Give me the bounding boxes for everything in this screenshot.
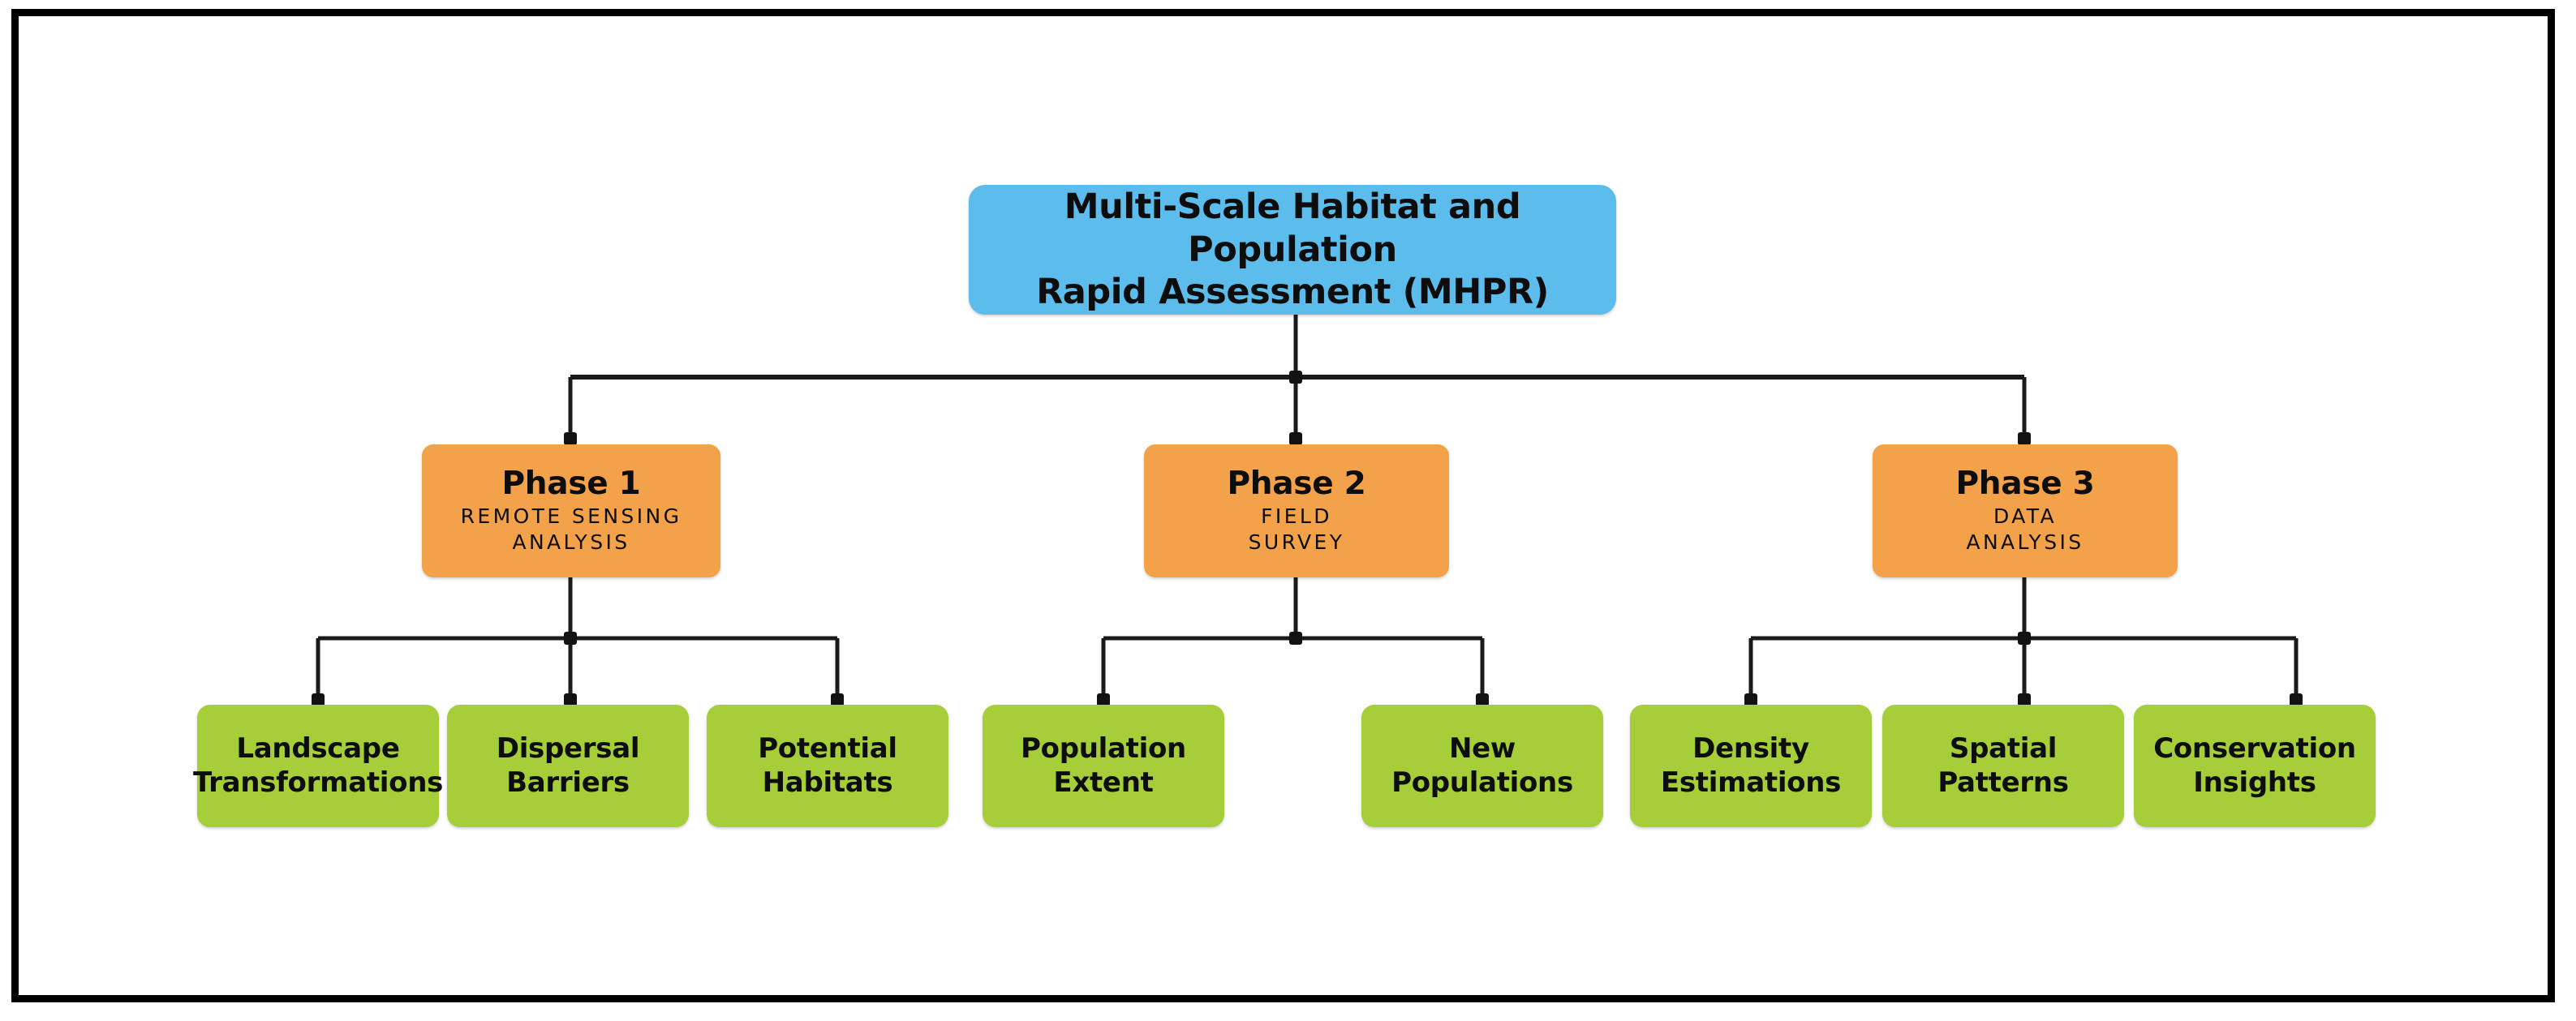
root-node-line2: Rapid Assessment (MHPR): [1036, 272, 1549, 313]
phase-node-2[interactable]: Phase 2 FIELD SURVEY: [1144, 444, 1449, 577]
phase-3-subtitle-line1: DATA: [1993, 504, 2057, 529]
leaf-3-1-line1: Density: [1692, 732, 1809, 766]
phase-3-title: Phase 3: [1955, 465, 2095, 502]
leaf-1-2-line2: Barriers: [506, 766, 630, 799]
leaf-node-potential-habitats[interactable]: Potential Habitats: [707, 705, 948, 827]
root-node-mhpr[interactable]: Multi-Scale Habitat and Population Rapid…: [969, 185, 1616, 315]
leaf-1-2-line1: Dispersal: [496, 732, 640, 766]
leaf-2-2-line1: New: [1448, 732, 1516, 766]
leaf-2-1-line1: Population: [1021, 732, 1186, 766]
leaf-node-new-populations[interactable]: New Populations: [1361, 705, 1603, 827]
leaf-3-2-line2: Patterns: [1937, 766, 2069, 799]
leaf-1-3-line2: Habitats: [762, 766, 893, 799]
phase-2-title: Phase 2: [1227, 465, 1366, 502]
leaf-node-density-estimations[interactable]: Density Estimations: [1630, 705, 1872, 827]
phase-1-subtitle-line2: ANALYSIS: [512, 530, 630, 554]
leaf-1-3-line1: Potential: [758, 732, 897, 766]
diagram-border-frame: [11, 9, 2555, 1002]
phase-node-1[interactable]: Phase 1 REMOTE SENSING ANALYSIS: [422, 444, 720, 577]
leaf-3-3-line1: Conservation: [2153, 732, 2356, 766]
leaf-node-dispersal-barriers[interactable]: Dispersal Barriers: [447, 705, 689, 827]
leaf-node-landscape-transformations[interactable]: Landscape Transformations: [193, 705, 443, 827]
phase-2-subtitle-line1: FIELD: [1261, 504, 1332, 529]
leaf-node-population-extent[interactable]: Population Extent: [983, 705, 1224, 827]
phase-2-subtitle-line2: SURVEY: [1248, 530, 1345, 554]
leaf-1-1-line2: Transformations: [192, 766, 444, 799]
leaf-node-spatial-patterns[interactable]: Spatial Patterns: [1882, 705, 2124, 827]
leaf-3-1-line2: Estimations: [1660, 766, 1842, 799]
leaf-2-2-line2: Populations: [1391, 766, 1573, 799]
phase-1-title: Phase 1: [501, 465, 641, 502]
leaf-2-1-line2: Extent: [1053, 766, 1154, 799]
leaf-3-3-line2: Insights: [2193, 766, 2316, 799]
phase-3-subtitle-line2: ANALYSIS: [1966, 530, 2084, 554]
phase-1-subtitle-line1: REMOTE SENSING: [460, 504, 682, 529]
root-node-line1: Multi-Scale Habitat and Population: [1064, 187, 1521, 270]
phase-node-3[interactable]: Phase 3 DATA ANALYSIS: [1873, 444, 2178, 577]
leaf-3-2-line1: Spatial: [1949, 732, 2058, 766]
leaf-node-conservation-insights[interactable]: Conservation Insights: [2134, 705, 2376, 827]
leaf-1-1-line1: Landscape: [236, 732, 400, 766]
